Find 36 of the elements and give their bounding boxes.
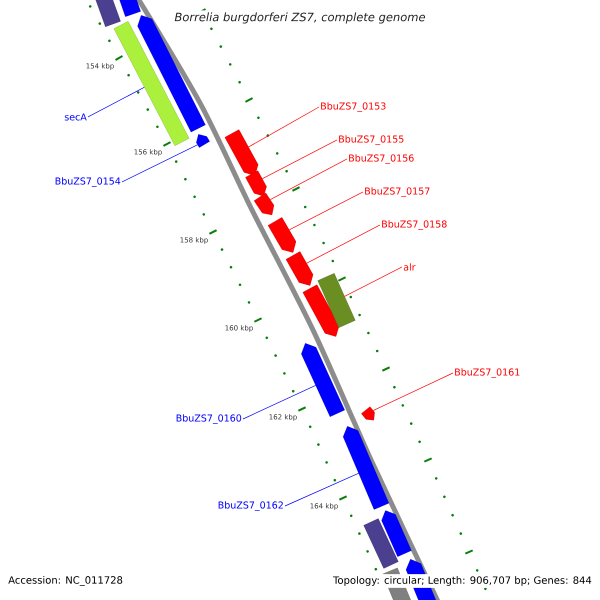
gene-label: BbuZS7_0154: [56, 177, 120, 187]
gene-block: [245, 170, 267, 196]
leader-line: [288, 192, 364, 230]
gene-block: [224, 129, 258, 176]
gene-block: [343, 426, 389, 510]
gene-block: [114, 21, 190, 146]
leader-line: [270, 158, 348, 200]
gene-label: BbuZS7_0160: [176, 414, 242, 424]
gene-label: BbuZS7_0161: [455, 368, 520, 378]
leader-line: [248, 106, 320, 148]
accession-note: Accession: NC_011728: [6, 574, 125, 588]
leader-line: [344, 266, 402, 297]
leader-line: [306, 224, 380, 264]
leader-line: [242, 385, 316, 420]
gene-block: [196, 134, 210, 148]
gene-block: [361, 406, 375, 420]
gene-label: BbuZS7_0156: [349, 154, 414, 164]
gene-label: BbuZS7_0153: [321, 102, 386, 112]
leader-line: [372, 372, 454, 411]
map-title: Borrelia burgdorferi ZS7, complete genome: [172, 10, 428, 26]
gene-label: BbuZS7_0155: [339, 135, 404, 145]
gene-label: BbuZS7_0162: [218, 501, 283, 511]
gene-label: alr: [404, 263, 416, 271]
gene-label: BbuZS7_0158: [382, 220, 447, 230]
leader-line: [88, 86, 145, 118]
leader-line: [122, 144, 198, 182]
gene-block: [318, 273, 356, 328]
gene-block: [254, 192, 274, 216]
gene-label: secA: [64, 113, 87, 121]
gene-label: BbuZS7_0157: [365, 187, 430, 197]
gene-block: [268, 217, 296, 253]
gene-block: [301, 343, 345, 417]
gene-block: [286, 251, 314, 286]
leader-line: [284, 472, 359, 506]
leader-line: [262, 140, 338, 180]
genome-info: Topology: circular; Length: 906,707 bp; Genes: 844: [331, 574, 594, 588]
